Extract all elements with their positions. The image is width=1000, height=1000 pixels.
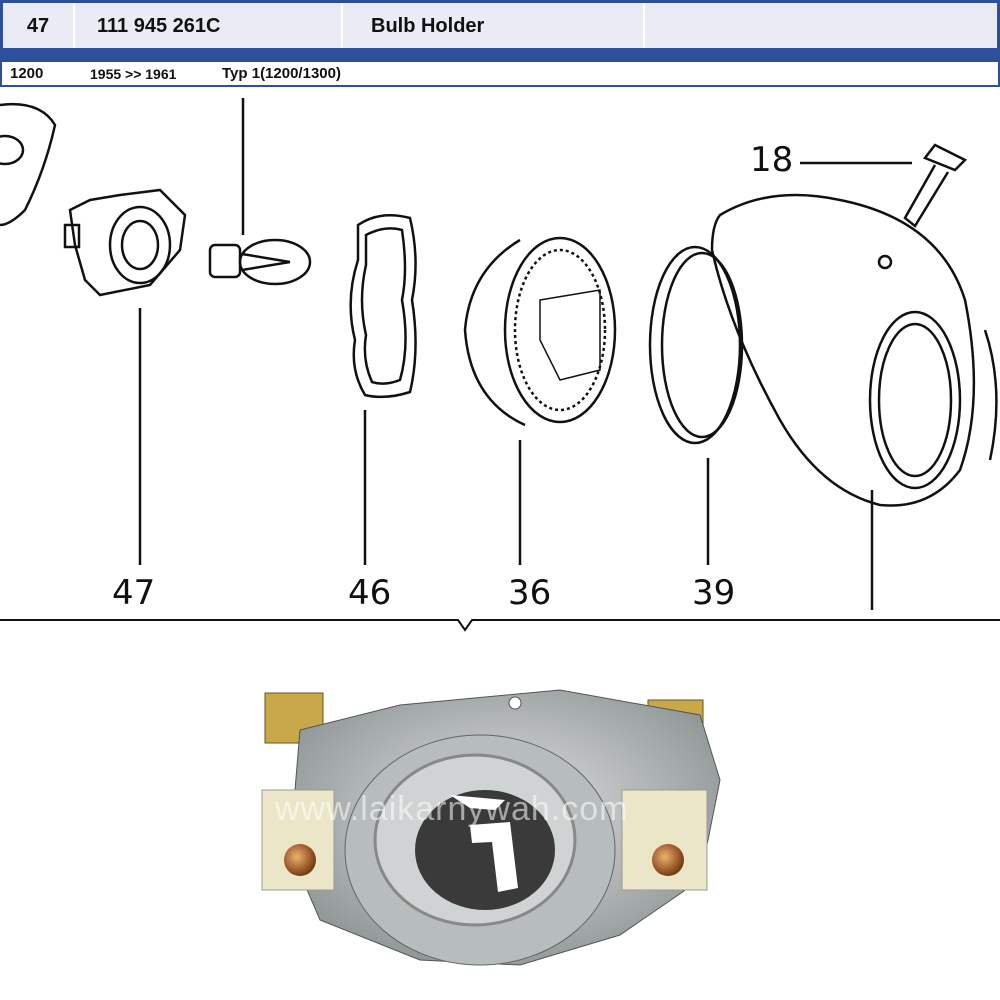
exploded-parts-diagram xyxy=(0,98,1000,632)
years: 1955 >> 1961 xyxy=(90,65,177,82)
lamp-housing-drawing xyxy=(710,193,976,507)
vehicle-type: Typ 1(1200/1300) xyxy=(222,65,341,82)
gasket-drawing xyxy=(349,213,417,399)
empty-cell xyxy=(645,3,997,50)
callout-39: 39 xyxy=(692,573,736,613)
bulb-holder-drawing xyxy=(63,188,187,297)
header-divider xyxy=(0,48,1000,60)
callout-36: 36 xyxy=(508,573,552,613)
watermark: www.laikarnywah.com xyxy=(275,790,629,828)
callout-47: 47 xyxy=(112,573,156,613)
item-number: 47 xyxy=(3,3,75,50)
bulb-drawing xyxy=(208,238,312,286)
lens-drawing xyxy=(463,236,617,427)
callout-18: 18 xyxy=(750,140,794,180)
bulb-holder-photo xyxy=(261,689,721,966)
seal-ring-drawing xyxy=(648,245,742,445)
part-description: Bulb Holder xyxy=(343,3,645,50)
part-number: 111 945 261C xyxy=(75,3,343,50)
model: 1200 xyxy=(10,65,44,82)
callout-46: 46 xyxy=(348,573,392,613)
part-header-row: 47 111 945 261C Bulb Holder xyxy=(0,0,1000,50)
housing-partial-left xyxy=(0,103,57,227)
vehicle-info-row: 1200 1955 >> 1961 Typ 1(1200/1300) xyxy=(0,60,1000,87)
screw-drawing xyxy=(903,143,968,228)
